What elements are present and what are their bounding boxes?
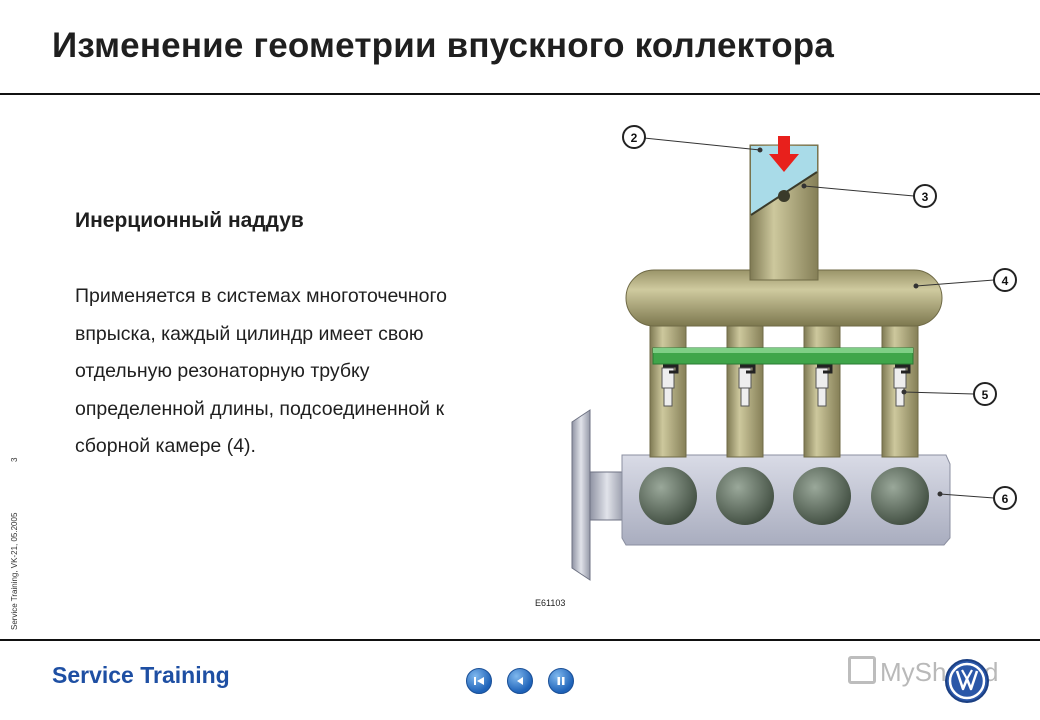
flange	[571, 409, 625, 581]
svg-text:6: 6	[1002, 492, 1009, 506]
svg-text:2: 2	[631, 131, 638, 145]
callout-leaders	[643, 137, 995, 499]
body-line: впрыска, каждый цилиндр имеет свою	[75, 322, 424, 345]
svg-text:4: 4	[1002, 274, 1009, 288]
side-note: Service Training, VK-21, 05.2005	[10, 512, 19, 630]
air-flow-arrow	[769, 136, 799, 172]
injector	[661, 364, 679, 407]
svg-text:3: 3	[922, 190, 929, 204]
page-number: 3	[10, 457, 19, 462]
injector	[738, 364, 756, 407]
first-button[interactable]	[466, 668, 492, 694]
callout-2: 2	[622, 125, 646, 149]
subheading: Инерционный наддув	[75, 209, 304, 232]
body-line: отдельную резонаторную трубку	[75, 360, 370, 382]
intake-valve	[871, 467, 929, 525]
injector	[815, 364, 833, 407]
prev-icon	[517, 677, 523, 685]
top-rule	[0, 93, 1040, 95]
callout-5: 5	[973, 382, 997, 406]
skip-first-icon	[474, 677, 484, 685]
watermark-icon	[848, 656, 876, 684]
intake-valve	[639, 467, 697, 525]
injector	[893, 364, 911, 407]
pause-icon	[557, 677, 565, 685]
intake-manifold-diagram: 2 3 4 5 6	[571, 125, 1017, 581]
callout-6: 6	[993, 486, 1017, 510]
footer-brand: Service Training	[52, 662, 230, 688]
cylinder-head	[621, 454, 951, 546]
body-line: сборной камере (4).	[75, 435, 256, 457]
intake-valve	[716, 467, 774, 525]
page-title: Изменение геометрии впускного коллектора	[52, 26, 835, 65]
pause-button[interactable]	[548, 668, 574, 694]
fuel-rail	[652, 347, 914, 365]
svg-text:5: 5	[982, 388, 989, 402]
runner-tubes	[649, 314, 919, 458]
body-line: определенной длины, подсоединенной к	[75, 397, 445, 420]
body-line: Применяется в системах многоточечного	[75, 285, 448, 307]
vw-logo	[945, 659, 989, 703]
injectors	[661, 364, 911, 407]
callout-4: 4	[993, 268, 1017, 292]
prev-button[interactable]	[507, 668, 533, 694]
intake-valve	[793, 467, 851, 525]
bottom-rule	[0, 639, 1040, 641]
body-text: Применяется в системах многоточечного вп…	[75, 278, 555, 466]
figure-code: E61103	[535, 598, 566, 608]
callout-3: 3	[913, 184, 937, 208]
